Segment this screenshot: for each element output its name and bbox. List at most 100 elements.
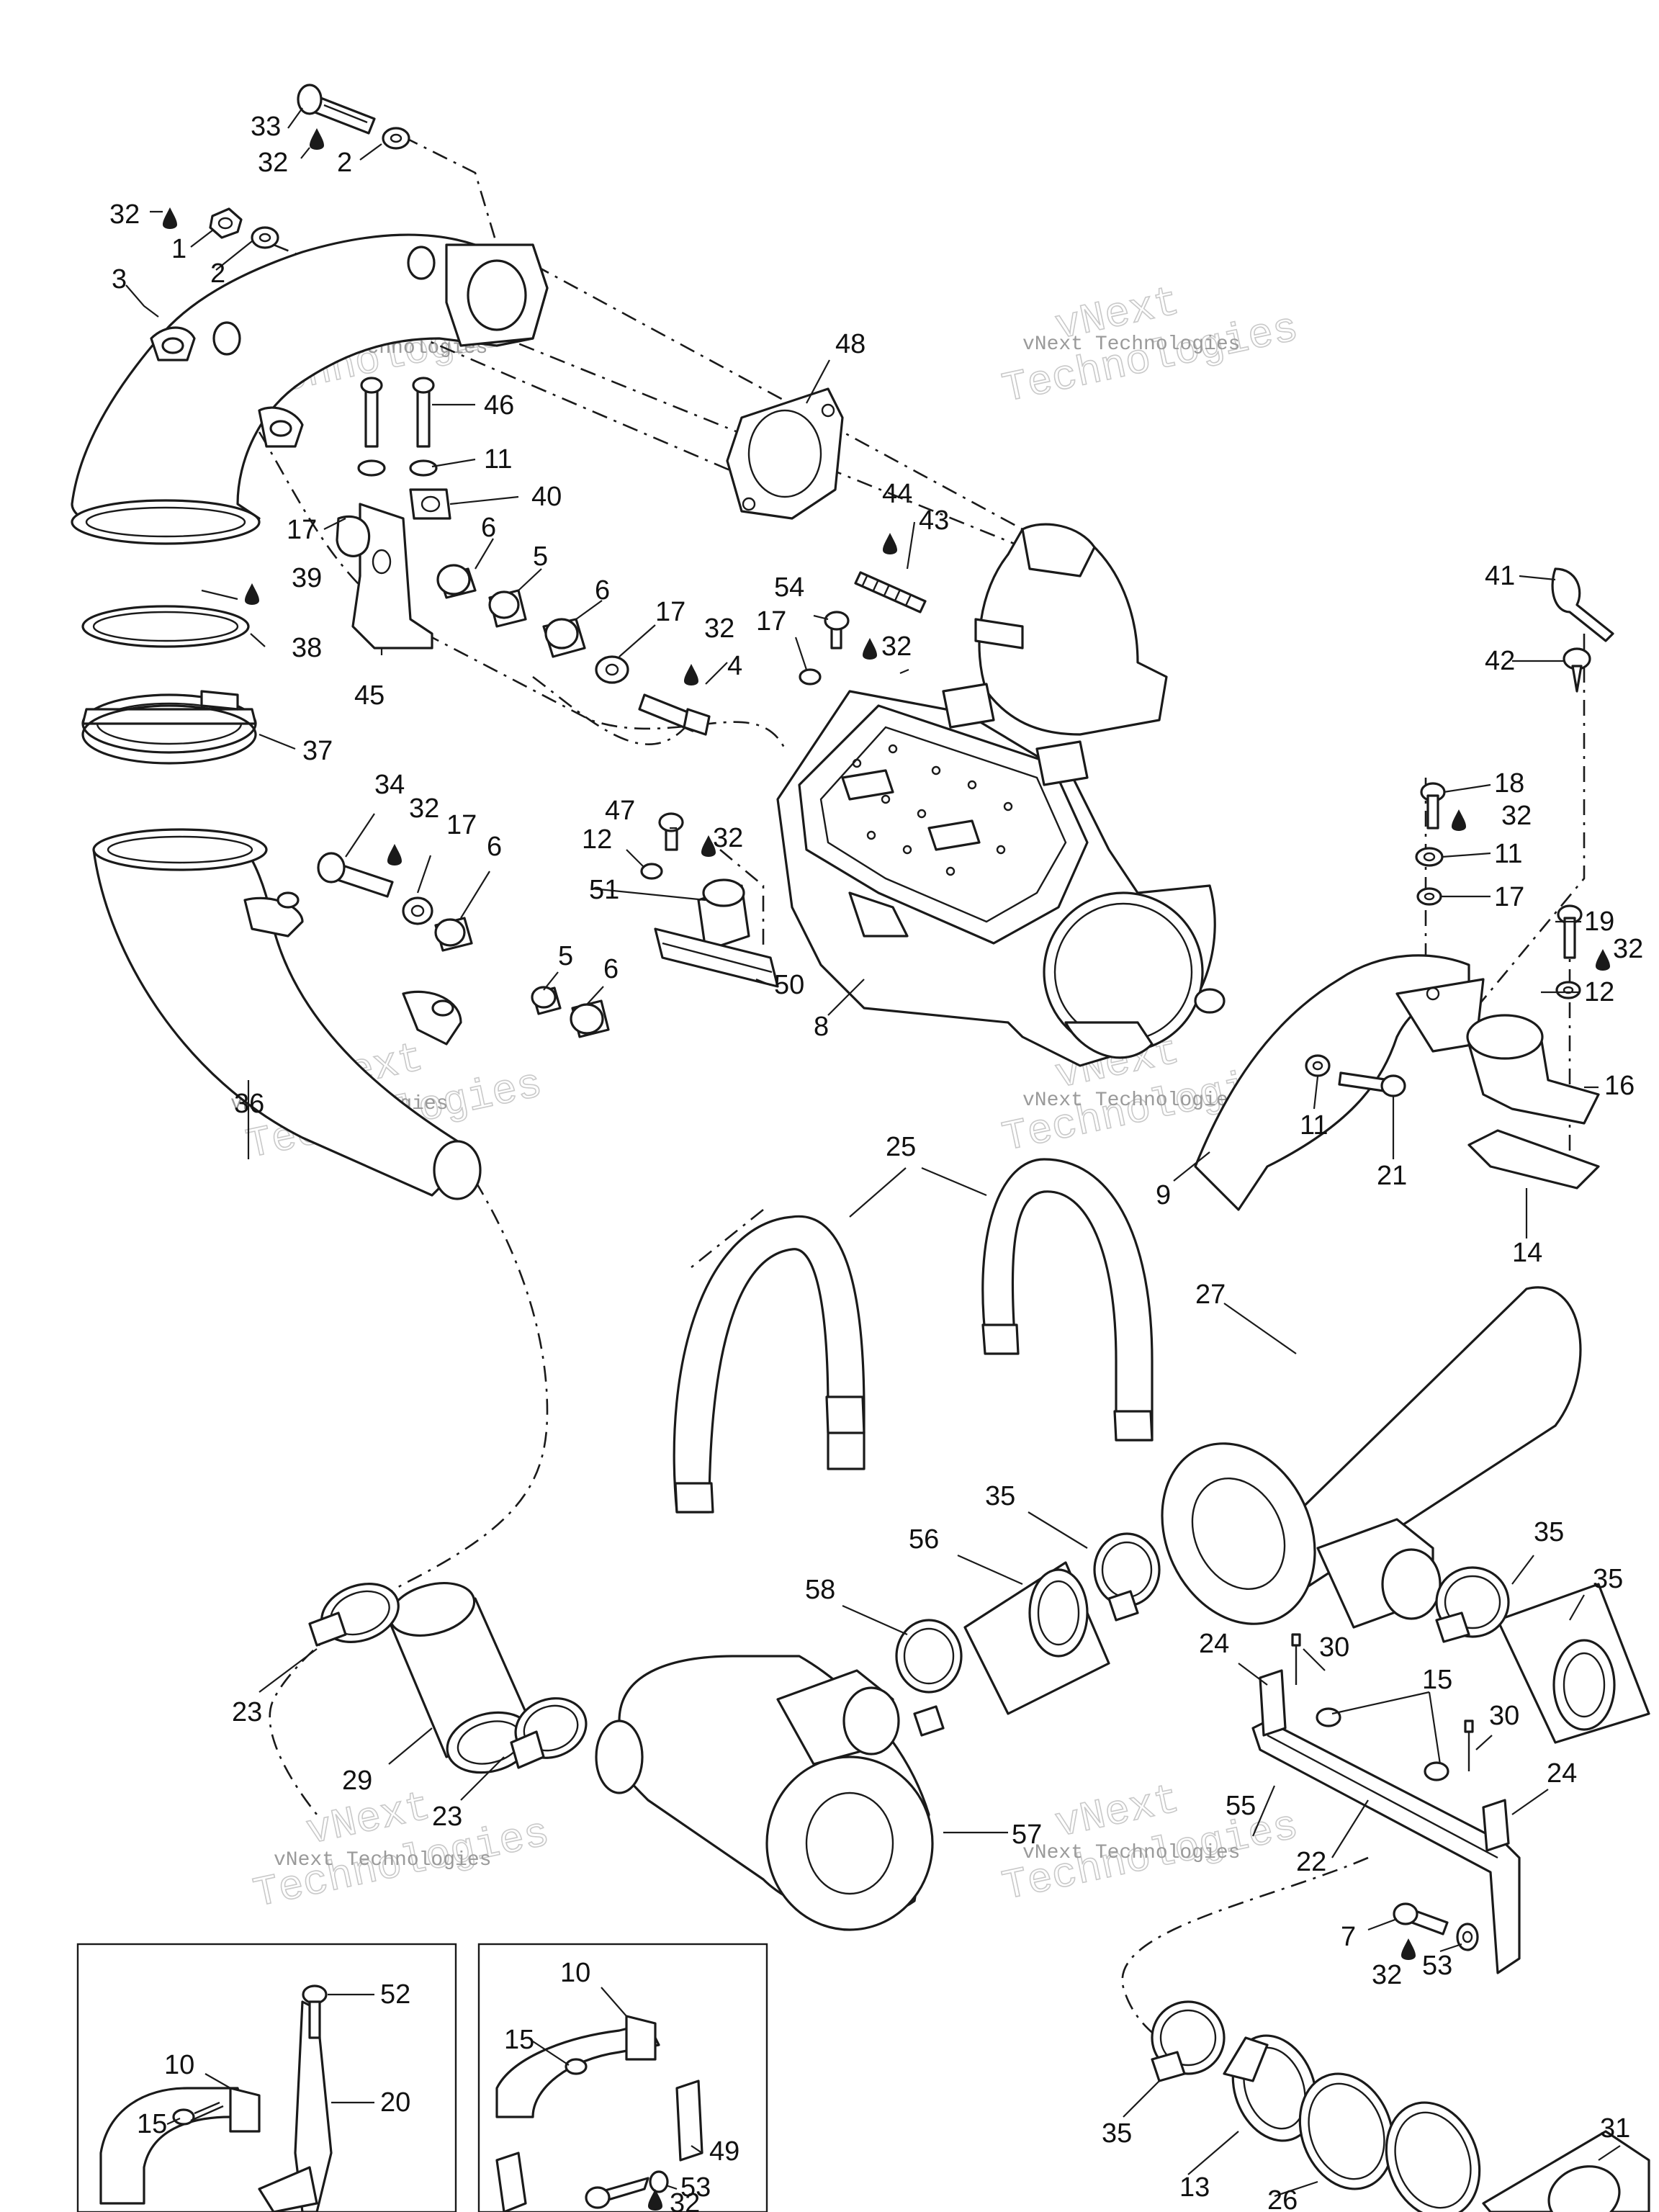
watermark-text: vNext Technologies	[1022, 1842, 1240, 1864]
drop-icon	[863, 638, 877, 660]
callout-label: 54	[774, 572, 804, 603]
leader-lines	[125, 107, 1621, 2198]
callout-label: 48	[835, 329, 866, 359]
bolt-33	[297, 84, 376, 135]
screw-42	[1563, 647, 1591, 693]
callout-label: 2	[210, 258, 225, 289]
callout-label: 32	[713, 823, 743, 853]
callout-label: 17	[655, 597, 685, 627]
callout-label: 32	[881, 631, 912, 662]
callout-label: 32	[1501, 801, 1532, 831]
callout-label: 10	[164, 2050, 194, 2080]
callout-label: 22	[1296, 1847, 1326, 1877]
drop-icon	[883, 533, 897, 554]
callout-label: 36	[234, 1089, 264, 1119]
heat-shield-9	[1194, 954, 1485, 1211]
tie-wrap-41	[1551, 567, 1614, 642]
callout-label: 15	[137, 2109, 167, 2139]
pipe-29	[387, 1582, 534, 1774]
drop-icon	[648, 2189, 662, 2211]
callout-label: 12	[582, 824, 612, 855]
hose-clamp-23-lower	[510, 1697, 588, 1769]
callout-label: 47	[605, 796, 635, 826]
callout-label: 52	[380, 1979, 410, 2010]
callout-label: 10	[560, 1958, 590, 1988]
callout-label: 42	[1485, 646, 1515, 676]
callout-label: 25	[886, 1132, 916, 1162]
callout-label: 51	[589, 875, 619, 905]
strap-25-left	[673, 1215, 866, 1514]
callout-label: 18	[1494, 768, 1524, 799]
bracket-22	[1251, 1669, 1521, 1974]
drop-icon	[684, 664, 698, 685]
callout-label: 1	[171, 234, 186, 264]
v-clamp-37	[81, 690, 257, 765]
callout-label: 6	[603, 954, 619, 984]
lock-washers-11	[357, 459, 438, 477]
washer-17-right	[1416, 887, 1442, 906]
hose-clamp-35-a	[895, 1619, 963, 1737]
callout-label: 12	[1584, 977, 1614, 1007]
callout-label: 38	[292, 633, 322, 663]
screw-7-washer-53	[1393, 1902, 1479, 1951]
stud-43	[854, 571, 927, 613]
callout-label: 37	[302, 736, 333, 766]
gasket-26	[1298, 2072, 1481, 2212]
muffler-57	[595, 1655, 934, 1931]
callout-label: 16	[1604, 1071, 1635, 1101]
rubber-mount-16	[1466, 1014, 1600, 1125]
callout-label: 32	[258, 148, 288, 178]
callout-label: 56	[909, 1524, 939, 1555]
callout-label: 27	[1195, 1280, 1226, 1310]
callout-label: 6	[595, 575, 610, 606]
inset-box-left	[76, 1943, 457, 2212]
callout-label: 14	[1512, 1238, 1542, 1268]
callout-label: 5	[558, 941, 573, 971]
callout-label: 32	[670, 2188, 700, 2212]
callout-label: 6	[481, 513, 496, 543]
bolt-19	[1557, 904, 1583, 959]
coupler-13	[1223, 2034, 1318, 2142]
outlet-31	[1482, 2130, 1650, 2212]
drop-icon	[701, 835, 716, 857]
sealant-drop-icons	[163, 128, 1610, 2211]
callout-label: 11	[1300, 1110, 1328, 1141]
callout-label: 24	[1199, 1629, 1229, 1659]
spacers-stack	[436, 564, 711, 736]
callout-label: 15	[1422, 1665, 1452, 1695]
callout-label: 23	[232, 1697, 262, 1727]
callout-label: 33	[251, 112, 281, 142]
pipe-58	[1496, 1583, 1650, 1744]
callout-label: 8	[814, 1012, 829, 1042]
drop-icon	[310, 128, 324, 150]
drop-icon	[245, 583, 259, 605]
callout-label: 24	[1547, 1758, 1577, 1789]
callout-label: 26	[1267, 2185, 1298, 2212]
screw-54	[824, 611, 850, 649]
hose-clamp-35-c	[1435, 1566, 1510, 1643]
callout-label: 45	[354, 680, 385, 711]
callout-label: 11	[484, 444, 512, 475]
drop-icon	[1452, 809, 1466, 831]
washer-11-right	[1415, 847, 1444, 867]
screws-46	[360, 377, 435, 448]
callout-label: 44	[882, 479, 912, 509]
rivets-30	[1291, 1633, 1474, 1771]
watermark-text: vNext Technologies	[274, 1849, 491, 1871]
callout-label: 49	[709, 2136, 739, 2167]
hose-clamp-23-upper	[308, 1583, 400, 1647]
mount-51	[697, 878, 750, 952]
callout-label: 55	[1226, 1791, 1256, 1821]
bracket-45	[336, 503, 433, 649]
callout-label: 17	[756, 606, 786, 637]
callout-label: 15	[504, 2025, 534, 2055]
callout-label: 17	[446, 810, 477, 840]
callout-label: 23	[432, 1802, 462, 1832]
muffler-body-8	[776, 683, 1226, 1067]
clamp-40	[409, 488, 451, 520]
callout-label: 41	[1485, 561, 1515, 591]
callout-label: 32	[1372, 1960, 1402, 1990]
drop-icon	[1596, 949, 1610, 971]
nut-1	[209, 207, 243, 239]
callout-label: 32	[704, 613, 734, 644]
